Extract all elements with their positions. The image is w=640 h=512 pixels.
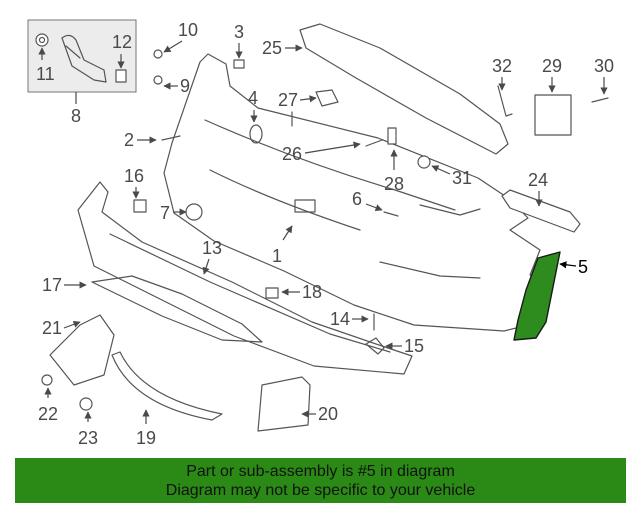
banner-line-1: Part or sub-assembly is #5 in diagram — [186, 463, 455, 480]
svg-text:9: 9 — [180, 76, 190, 96]
callout-20: 20 — [301, 404, 338, 424]
svg-text:6: 6 — [352, 189, 362, 209]
callout-30: 30 — [594, 56, 614, 95]
svg-text:19: 19 — [136, 428, 156, 448]
svg-text:28: 28 — [384, 174, 404, 194]
callout-7: 7 — [160, 203, 187, 223]
callout-3: 3 — [234, 22, 244, 59]
callout-2: 2 — [124, 130, 157, 150]
svg-text:22: 22 — [38, 404, 58, 424]
callout-9: 9 — [163, 76, 190, 96]
svg-text:14: 14 — [330, 309, 350, 329]
bracket-part-20 — [257, 376, 311, 432]
callout-14: 14 — [330, 309, 369, 329]
banner-line-2: Diagram may not be specific to your vehi… — [165, 482, 476, 499]
callout-21: 21 — [42, 318, 81, 338]
svg-text:7: 7 — [160, 203, 170, 223]
fasteners — [41, 49, 609, 411]
reflector-part-24 — [501, 189, 581, 233]
callout-13: 13 — [202, 238, 222, 275]
callout-10: 10 — [163, 20, 198, 53]
callout-11: 11 — [36, 47, 55, 84]
molding-part-19 — [111, 351, 223, 421]
svg-text:13: 13 — [202, 238, 222, 258]
part-29 — [534, 94, 572, 136]
callout-12: 12 — [112, 32, 132, 69]
svg-text:30: 30 — [594, 56, 614, 76]
svg-text:32: 32 — [492, 56, 512, 76]
callout-26: 26 — [282, 141, 361, 164]
info-banner: Part or sub-assembly is #5 in diagram Di… — [15, 458, 626, 503]
callout-1: 1 — [272, 225, 293, 266]
callout-19: 19 — [136, 409, 156, 448]
svg-text:20: 20 — [318, 404, 338, 424]
callout-18: 18 — [281, 282, 322, 302]
bumper-cover-part-1 — [163, 53, 551, 332]
callout-17: 17 — [42, 275, 87, 295]
svg-text:21: 21 — [42, 318, 62, 338]
svg-text:3: 3 — [234, 22, 244, 42]
svg-text:16: 16 — [124, 166, 144, 186]
callout-27: 27 — [278, 90, 317, 110]
svg-text:11: 11 — [36, 64, 55, 84]
callout-31: 31 — [431, 165, 472, 188]
callout-24: 24 — [528, 170, 548, 207]
callout-8: 8 — [71, 92, 81, 126]
callout-29: 29 — [542, 56, 562, 93]
callout-25: 25 — [262, 38, 303, 58]
callout-23: 23 — [78, 411, 98, 448]
callout-15: 15 — [385, 336, 424, 356]
svg-text:5: 5 — [578, 257, 588, 277]
callout-16: 16 — [124, 166, 144, 199]
parts-diagram: 1 2 3 4 5 6 7 8 9 10 11 12 — [27, 19, 614, 448]
absorber-part-25 — [299, 23, 509, 155]
svg-text:8: 8 — [71, 106, 81, 126]
svg-text:18: 18 — [302, 282, 322, 302]
callout-32: 32 — [492, 56, 512, 91]
svg-text:1: 1 — [272, 246, 282, 266]
svg-text:27: 27 — [278, 90, 298, 110]
callout-6: 6 — [352, 189, 383, 212]
callout-4: 4 — [248, 88, 258, 123]
skid-plate-part-17 — [91, 275, 263, 343]
svg-text:12: 12 — [112, 32, 132, 52]
svg-text:23: 23 — [78, 428, 98, 448]
svg-text:4: 4 — [248, 88, 258, 108]
svg-text:25: 25 — [262, 38, 282, 58]
inset-box-part-8 — [27, 19, 137, 93]
svg-text:26: 26 — [282, 144, 302, 164]
svg-text:15: 15 — [404, 336, 424, 356]
svg-text:31: 31 — [452, 168, 472, 188]
svg-text:29: 29 — [542, 56, 562, 76]
svg-text:24: 24 — [528, 170, 548, 190]
svg-text:10: 10 — [178, 20, 198, 40]
callout-5-highlighted: 5 — [559, 257, 588, 277]
svg-text:17: 17 — [42, 275, 62, 295]
callout-22: 22 — [38, 387, 58, 424]
callout-28: 28 — [384, 149, 404, 194]
part-5-highlighted — [513, 251, 561, 341]
svg-text:2: 2 — [124, 130, 134, 150]
